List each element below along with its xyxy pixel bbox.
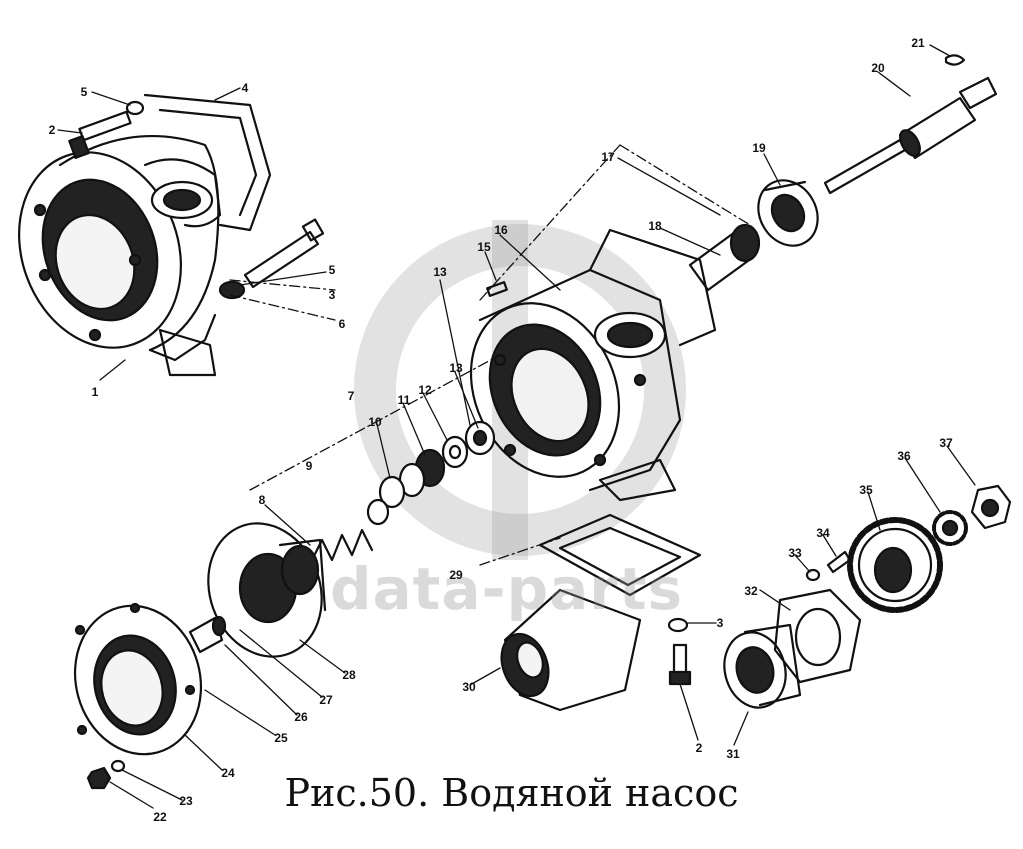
nut-part-22 (86, 766, 112, 790)
callout-27: 27 (319, 693, 333, 707)
callout-13: 13 (449, 361, 463, 375)
callout-20: 20 (871, 61, 885, 75)
callout-24: 24 (221, 766, 235, 780)
figure-caption: Рис.50. Водяной насос (284, 771, 739, 815)
callout-3: 3 (328, 288, 336, 302)
callout-19: 19 (752, 141, 766, 155)
washer-part-5 (125, 100, 145, 116)
washer-part-33 (805, 568, 821, 582)
callout-34: 34 (816, 526, 830, 540)
callout-18: 18 (648, 219, 662, 233)
callout-7: 7 (347, 389, 355, 403)
stud-part-3 (218, 218, 325, 300)
callout-30: 30 (462, 680, 476, 694)
rear-cover-part-24 (73, 602, 203, 756)
callout-13: 13 (433, 265, 447, 279)
callout-31: 31 (726, 747, 740, 761)
callout-2: 2 (695, 741, 703, 755)
lock-washer-part-36 (932, 510, 968, 546)
bearing-part-19 (757, 179, 819, 247)
callout-1: 1 (91, 385, 99, 399)
gear-part-35 (847, 517, 943, 613)
callout-15: 15 (477, 240, 491, 254)
callout-5: 5 (328, 263, 336, 277)
assembly-centerlines (229, 144, 751, 566)
leader-lines (57, 44, 976, 809)
washer-part-23 (110, 759, 126, 773)
flange-part-32 (773, 588, 862, 684)
callout-23: 23 (179, 794, 193, 808)
fitting-part-26 (188, 615, 227, 654)
key-part-21 (944, 54, 966, 66)
sleeve-part-18 (688, 223, 761, 292)
washer-part-3 (667, 617, 689, 633)
callout-10: 10 (368, 415, 382, 429)
bolt-part-2-lower (668, 643, 692, 686)
callout-5: 5 (80, 85, 88, 99)
callout-32: 32 (744, 584, 758, 598)
callout-16: 16 (494, 223, 508, 237)
spring-part-8 (310, 528, 374, 562)
callout-22: 22 (153, 810, 167, 824)
callout-25: 25 (274, 731, 288, 745)
impeller-part-28 (207, 522, 327, 658)
callout-37: 37 (939, 436, 953, 450)
watermark-text: data-parts (330, 555, 684, 623)
callout-8: 8 (258, 493, 266, 507)
callout-12: 12 (418, 383, 432, 397)
shaft-part-20 (823, 76, 998, 195)
callout-29: 29 (449, 568, 463, 582)
pump-cover-part-1 (18, 93, 272, 377)
callout-17: 17 (601, 150, 615, 164)
bolt-part-2 (68, 110, 132, 159)
callout-4: 4 (241, 81, 249, 95)
callout-28: 28 (342, 668, 356, 682)
seal-parts-9-13 (366, 420, 496, 526)
callout-6: 6 (338, 317, 346, 331)
pump-body-part-16 (469, 228, 717, 502)
gasket-part-29 (538, 513, 702, 597)
callout-2: 2 (48, 123, 56, 137)
nut-part-37 (970, 484, 1012, 530)
callout-9: 9 (305, 459, 313, 473)
callout-3: 3 (716, 616, 724, 630)
callout-36: 36 (897, 449, 911, 463)
callout-21: 21 (911, 36, 925, 50)
callout-35: 35 (859, 483, 873, 497)
bearing-part-31 (723, 623, 802, 709)
inlet-pipe-part-30 (500, 588, 642, 712)
callout-26: 26 (294, 710, 308, 724)
callout-11: 11 (397, 393, 411, 407)
callout-33: 33 (788, 546, 802, 560)
pin-part-15 (486, 281, 508, 297)
bolt-part-34 (826, 550, 852, 574)
